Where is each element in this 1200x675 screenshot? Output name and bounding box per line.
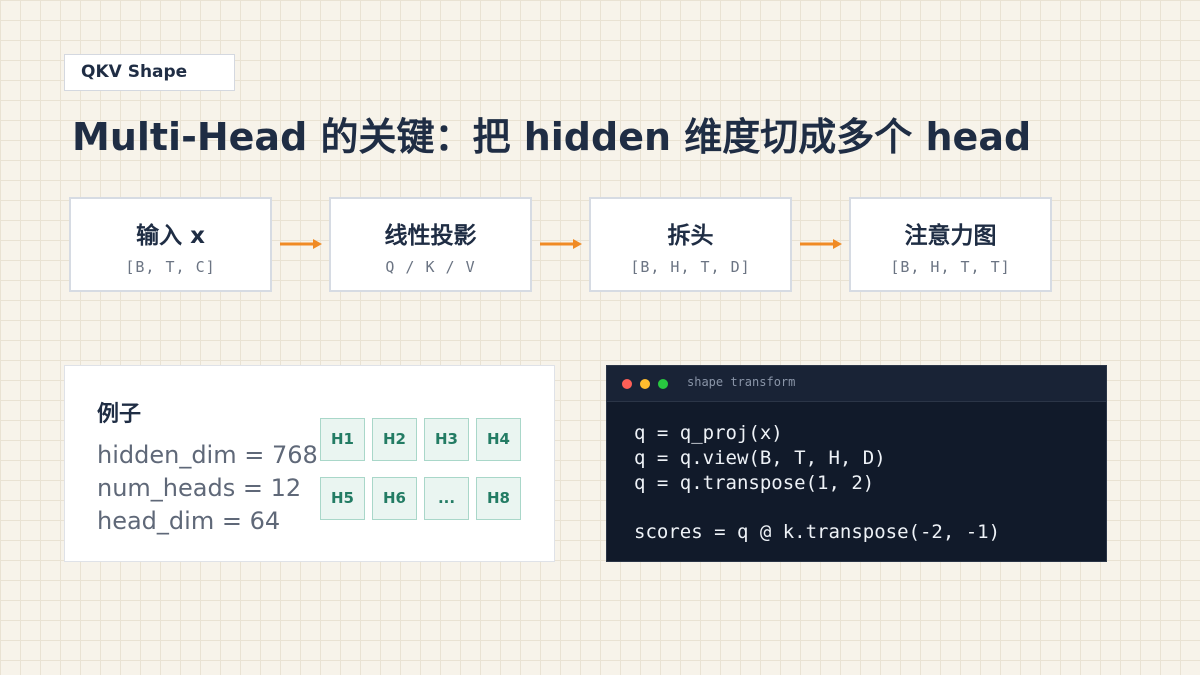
- flow-step-split-heads: 拆头 [B, H, T, D]: [589, 197, 792, 292]
- example-hidden-dim: hidden_dim = 768: [97, 441, 318, 469]
- close-dot-icon: [622, 379, 632, 389]
- head-cell: H5: [320, 477, 365, 520]
- arrow-right-icon: [800, 239, 842, 249]
- head-cell: H8: [476, 477, 521, 520]
- head-cell: H3: [424, 418, 469, 461]
- flow-step-attention-map: 注意力图 [B, H, T, T]: [849, 197, 1052, 292]
- flow-step-shape: [B, T, C]: [125, 258, 216, 276]
- flow-step-projection: 线性投影 Q / K / V: [329, 197, 532, 292]
- arrow-right-icon: [540, 239, 582, 249]
- arrow-right-icon: [280, 239, 322, 249]
- flow-step-label: 线性投影: [384, 223, 477, 249]
- maximize-dot-icon: [658, 379, 668, 389]
- section-tag: QKV Shape: [64, 54, 235, 91]
- page-title: Multi-Head 的关键：把 hidden 维度切成多个 head: [72, 115, 1032, 159]
- code-caption: shape transform: [687, 375, 796, 389]
- example-head-dim: head_dim = 64: [97, 507, 281, 535]
- code-titlebar: shape transform: [607, 366, 1106, 402]
- flow-step-label: 注意力图: [904, 223, 997, 249]
- head-grid: H1 H2 H3 H4 H5 H6 ... H8: [320, 418, 525, 522]
- example-num-heads: num_heads = 12: [97, 474, 302, 502]
- head-cell: H2: [372, 418, 417, 461]
- code-window: shape transform q = q_proj(x) q = q.view…: [606, 365, 1107, 562]
- flow-step-shape: Q / K / V: [385, 258, 476, 276]
- head-cell: H6: [372, 477, 417, 520]
- code-line: q = q.view(B, T, H, D): [634, 447, 886, 469]
- code-body: q = q_proj(x) q = q.view(B, T, H, D) q =…: [607, 402, 1106, 545]
- head-cell: H4: [476, 418, 521, 461]
- code-line: q = q.transpose(1, 2): [634, 472, 875, 494]
- code-line: scores = q @ k.transpose(-2, -1): [634, 521, 1001, 543]
- example-title: 例子: [97, 402, 142, 427]
- flow-step-label: 输入 x: [136, 223, 205, 249]
- flow-step-input: 输入 x [B, T, C]: [69, 197, 272, 292]
- flow-step-shape: [B, H, T, T]: [890, 258, 1011, 276]
- flow-step-label: 拆头: [667, 223, 714, 249]
- code-line-blank: [634, 496, 1106, 520]
- head-cell: H1: [320, 418, 365, 461]
- minimize-dot-icon: [640, 379, 650, 389]
- example-card: 例子 hidden_dim = 768 num_heads = 12 head_…: [64, 365, 555, 562]
- shape-flow: 输入 x [B, T, C] 线性投影 Q / K / V 拆头 [B, H, …: [69, 197, 1053, 292]
- code-line: q = q_proj(x): [634, 422, 783, 444]
- flow-step-shape: [B, H, T, D]: [630, 258, 751, 276]
- head-cell-ellipsis: ...: [424, 477, 469, 520]
